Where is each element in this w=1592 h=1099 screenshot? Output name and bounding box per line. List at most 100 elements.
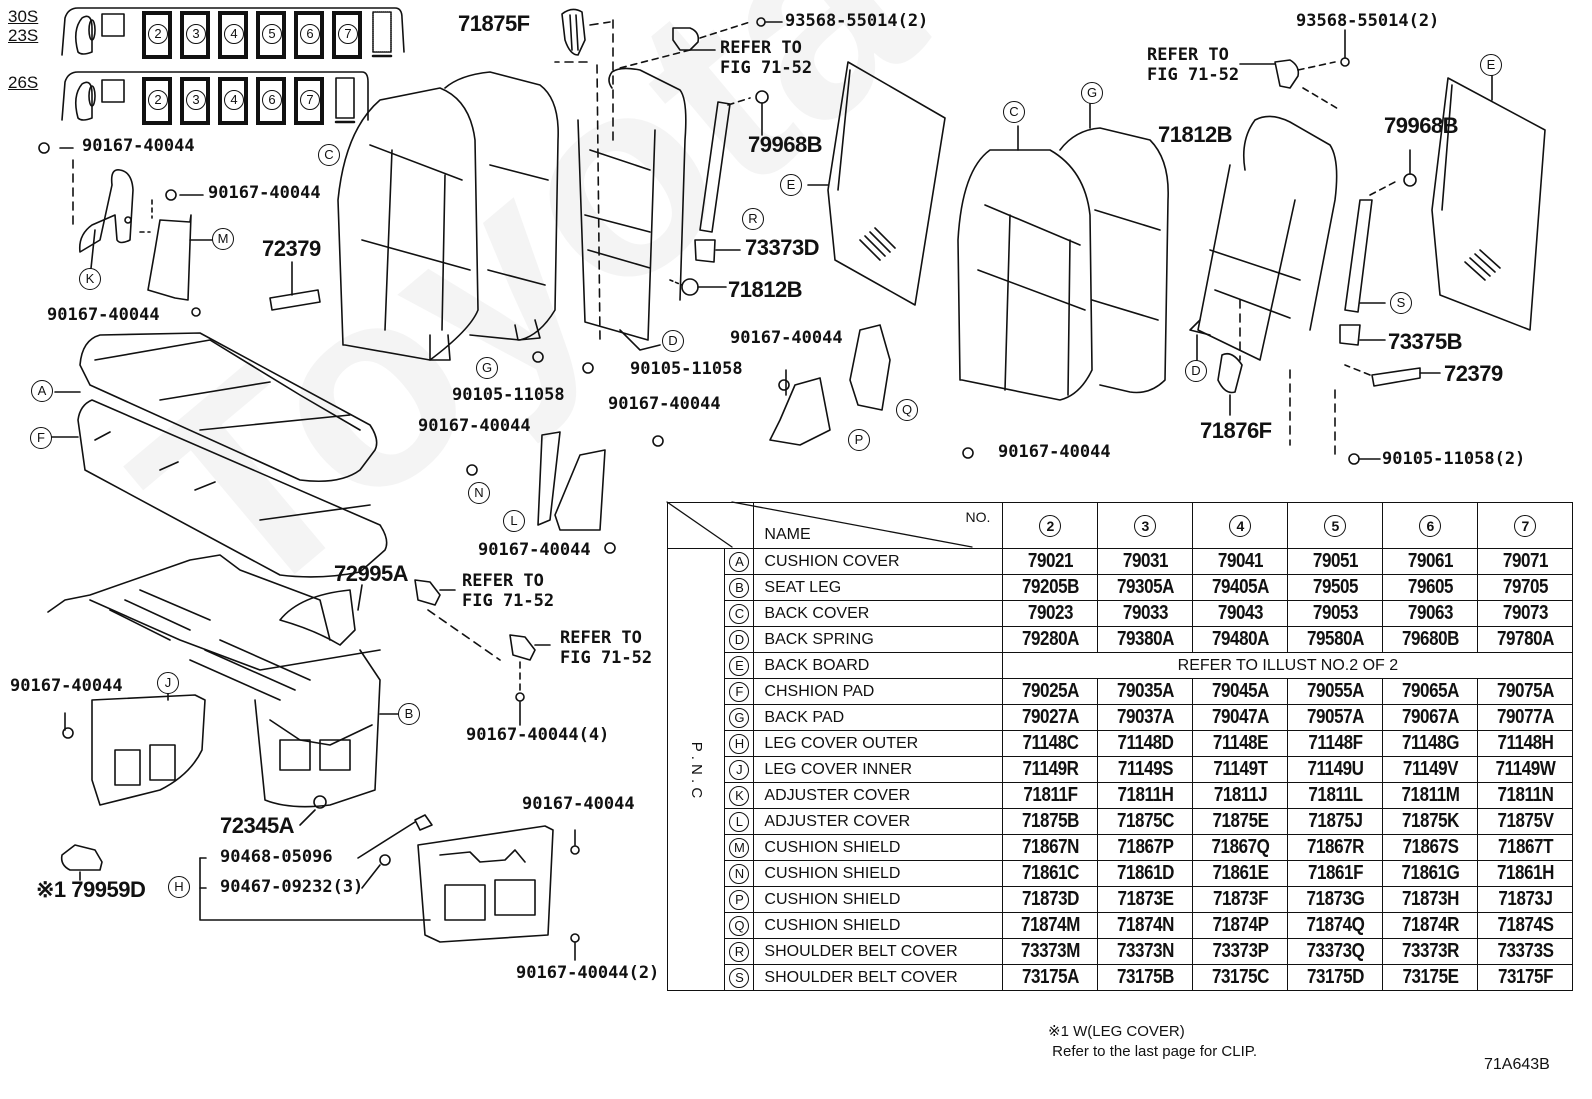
key-h[interactable]: H — [168, 876, 190, 898]
callout-90167-40044[interactable]: 90167-40044 — [47, 305, 160, 325]
callout-90167-40044[interactable]: 90167-40044(4) — [466, 725, 610, 745]
callout-72379[interactable]: 72379 — [1444, 361, 1503, 386]
part-code[interactable]: 79505 — [1294, 574, 1377, 601]
callout-90167-40044[interactable]: 90167-40044 — [10, 676, 123, 696]
part-code[interactable]: 71875V — [1484, 808, 1567, 835]
variant-seat-6[interactable]: 6 — [294, 11, 324, 59]
part-code[interactable]: 79705 — [1484, 574, 1567, 601]
part-code[interactable]: 73373P — [1199, 938, 1282, 965]
key-c[interactable]: C — [318, 144, 340, 166]
part-code[interactable]: 79045A — [1199, 678, 1282, 705]
part-code[interactable]: 71149V — [1389, 756, 1472, 783]
callout-73373D[interactable]: 73373D — [745, 235, 820, 260]
part-code[interactable]: 79035A — [1104, 678, 1187, 705]
callout-72345A[interactable]: 72345A — [220, 813, 295, 838]
callout-93568-55014[interactable]: 93568-55014(2) — [785, 11, 929, 31]
callout-90167-40044[interactable]: 90167-40044 — [418, 416, 531, 436]
key-b[interactable]: B — [398, 703, 420, 725]
part-code[interactable]: 71149W — [1484, 756, 1567, 783]
part-code[interactable]: 79780A — [1484, 626, 1567, 653]
part-code[interactable]: 73175F — [1484, 964, 1567, 991]
callout-90167-40044[interactable]: 90167-40044 — [82, 136, 195, 156]
key-g[interactable]: G — [476, 357, 498, 379]
key-d[interactable]: D — [662, 330, 684, 352]
part-code[interactable]: 73373N — [1104, 938, 1187, 965]
callout-90105-11058[interactable]: 90105-11058 — [452, 385, 565, 405]
part-code[interactable]: 71867T — [1484, 834, 1567, 861]
part-code[interactable]: 79480A — [1199, 626, 1282, 653]
callout-90167-40044[interactable]: 90167-40044 — [522, 794, 635, 814]
part-code[interactable]: 73373M — [1009, 938, 1092, 965]
part-code[interactable]: 73373Q — [1294, 938, 1377, 965]
variant-seat-7[interactable]: 7 — [294, 77, 324, 125]
part-code[interactable]: 71873J — [1484, 886, 1567, 913]
part-code[interactable]: 71148C — [1009, 730, 1092, 757]
key-j[interactable]: J — [157, 672, 179, 694]
key-f[interactable]: F — [30, 427, 52, 449]
key-a[interactable]: A — [31, 380, 53, 402]
part-code[interactable]: 79055A — [1294, 678, 1377, 705]
callout-90167-40044[interactable]: 90167-40044(2) — [516, 963, 660, 983]
callout-90167-40044[interactable]: 90167-40044 — [730, 328, 843, 348]
part-code[interactable]: 79057A — [1294, 704, 1377, 731]
variant-seat-3[interactable]: 3 — [180, 11, 210, 59]
variant-seat-5[interactable]: 5 — [256, 11, 286, 59]
part-code[interactable]: 71148F — [1294, 730, 1377, 757]
part-code[interactable]: 71867N — [1009, 834, 1092, 861]
callout-90167-40044[interactable]: 90167-40044 — [998, 442, 1111, 462]
key-g[interactable]: G — [1081, 82, 1103, 104]
part-code[interactable]: 71874R — [1389, 912, 1472, 939]
part-code[interactable]: 79053 — [1294, 600, 1377, 627]
part-code[interactable]: 79205B — [1009, 574, 1092, 601]
part-code[interactable]: 71811N — [1484, 782, 1567, 809]
part-code[interactable]: 71873H — [1389, 886, 1472, 913]
callout-72379[interactable]: 72379 — [262, 236, 321, 261]
callout-71876F[interactable]: 71876F — [1200, 418, 1272, 443]
part-code[interactable]: 71811M — [1389, 782, 1472, 809]
part-code[interactable]: 73175B — [1104, 964, 1187, 991]
key-e[interactable]: E — [780, 174, 802, 196]
part-code[interactable]: 71149T — [1199, 756, 1282, 783]
callout-79968B[interactable]: 79968B — [748, 132, 823, 157]
part-code[interactable]: 71867Q — [1199, 834, 1282, 861]
part-code[interactable]: 79071 — [1484, 548, 1567, 575]
part-code[interactable]: 71875E — [1199, 808, 1282, 835]
part-code[interactable]: 71811J — [1199, 782, 1282, 809]
callout-refer-fig-71-52[interactable]: REFER TO FIG 71-52 — [560, 628, 653, 669]
callout-90167-40044[interactable]: 90167-40044 — [208, 183, 321, 203]
part-code[interactable]: 71867P — [1104, 834, 1187, 861]
callout-72995A[interactable]: 72995A — [334, 561, 409, 586]
callout-90468-05096[interactable]: 90468-05096 — [220, 847, 333, 867]
part-code[interactable]: 71874P — [1199, 912, 1282, 939]
part-code[interactable]: 79043 — [1199, 600, 1282, 627]
part-code[interactable]: 71873D — [1009, 886, 1092, 913]
part-code[interactable]: 71875B — [1009, 808, 1092, 835]
part-code[interactable]: 71811H — [1104, 782, 1187, 809]
part-code[interactable]: 71861H — [1484, 860, 1567, 887]
key-p[interactable]: P — [848, 429, 870, 451]
part-code[interactable]: 71874S — [1484, 912, 1567, 939]
callout-90105-11058[interactable]: 90105-11058(2) — [1382, 449, 1526, 469]
key-n[interactable]: N — [468, 482, 490, 504]
part-code[interactable]: 71867S — [1389, 834, 1472, 861]
part-code[interactable]: 71861E — [1199, 860, 1282, 887]
callout-90467-09232[interactable]: 90467-09232(3) — [220, 877, 364, 897]
part-code[interactable]: 79605 — [1389, 574, 1472, 601]
part-code[interactable]: 71874M — [1009, 912, 1092, 939]
part-code[interactable]: 79033 — [1104, 600, 1187, 627]
part-code[interactable]: 79027A — [1009, 704, 1092, 731]
callout-refer-fig-71-52[interactable]: REFER TO FIG 71-52 — [1147, 45, 1240, 86]
callout-71812B[interactable]: 71812B — [728, 277, 803, 302]
part-code[interactable]: 73175E — [1389, 964, 1472, 991]
variant-seat-2[interactable]: 2 — [142, 11, 172, 59]
part-code[interactable]: 79041 — [1199, 548, 1282, 575]
part-code[interactable]: 71861G — [1389, 860, 1472, 887]
part-code[interactable]: 79075A — [1484, 678, 1567, 705]
part-code[interactable]: 71148G — [1389, 730, 1472, 757]
part-code[interactable]: 79073 — [1484, 600, 1567, 627]
callout-90105-11058[interactable]: 90105-11058 — [630, 359, 743, 379]
part-code[interactable]: 71875C — [1104, 808, 1187, 835]
part-code[interactable]: 73175D — [1294, 964, 1377, 991]
part-code[interactable]: 71811L — [1294, 782, 1377, 809]
part-code[interactable]: 79061 — [1389, 548, 1472, 575]
